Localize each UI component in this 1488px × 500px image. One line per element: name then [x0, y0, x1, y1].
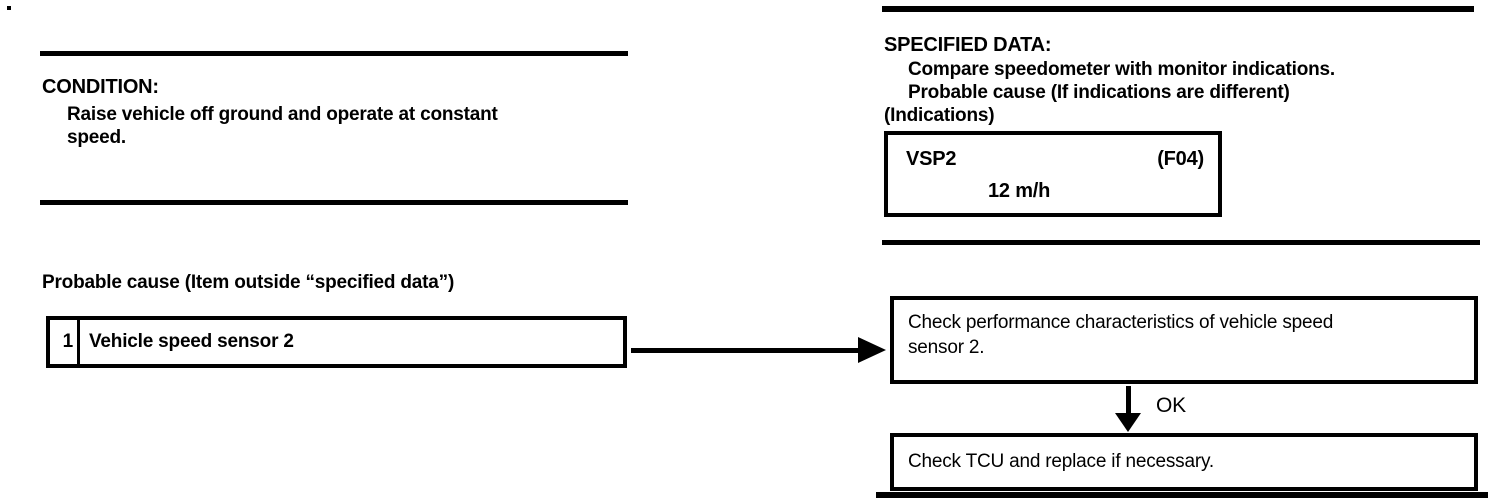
- monitor-code-label: (F04): [1157, 148, 1204, 170]
- condition-heading: CONDITION:: [42, 76, 159, 98]
- right-arrow-line: [631, 348, 859, 353]
- scan-artifact-dot: [7, 6, 11, 10]
- right-bottom-rule: [876, 492, 1488, 498]
- ok-label: OK: [1156, 394, 1186, 417]
- flow-step-1-line1: Check performance characteristics of veh…: [908, 312, 1334, 333]
- specified-data-line1: Compare speedometer with monitor indicat…: [908, 59, 1336, 80]
- right-top-rule: [882, 6, 1474, 12]
- flow-step-2-text: Check TCU and replace if necessary.: [908, 451, 1214, 472]
- right-arrow-icon: [858, 337, 886, 363]
- item-number: 1: [50, 320, 80, 364]
- monitor-value-label: 12 m/h: [988, 180, 1051, 202]
- right-middle-rule: [882, 240, 1480, 245]
- probable-cause-heading: Probable cause (Item outside “specified …: [42, 272, 455, 293]
- specified-data-line2: Probable cause (If indications are diffe…: [908, 82, 1290, 103]
- monitor-signal-label: VSP2: [906, 148, 957, 170]
- down-arrow-line: [1126, 386, 1131, 414]
- flow-step-1-box: Check performance characteristics of veh…: [890, 296, 1478, 384]
- down-arrow-icon: [1115, 413, 1141, 432]
- flow-step-1-line2: sensor 2.: [908, 337, 985, 358]
- condition-body-line2: speed.: [67, 127, 126, 148]
- item-label: Vehicle speed sensor 2: [89, 331, 294, 352]
- specified-data-heading: SPECIFIED DATA:: [884, 34, 1052, 56]
- flow-step-2-box: Check TCU and replace if necessary.: [890, 433, 1478, 491]
- indications-label: (Indications): [884, 105, 995, 126]
- monitor-indication-box: VSP2 (F04) 12 m/h: [884, 131, 1222, 217]
- left-top-rule: [40, 51, 628, 56]
- left-bottom-rule: [40, 200, 628, 205]
- condition-body-line1: Raise vehicle off ground and operate at …: [67, 104, 498, 125]
- condition-body: Raise vehicle off ground and operate at …: [67, 103, 498, 149]
- probable-cause-item-row: 1 Vehicle speed sensor 2: [46, 316, 627, 368]
